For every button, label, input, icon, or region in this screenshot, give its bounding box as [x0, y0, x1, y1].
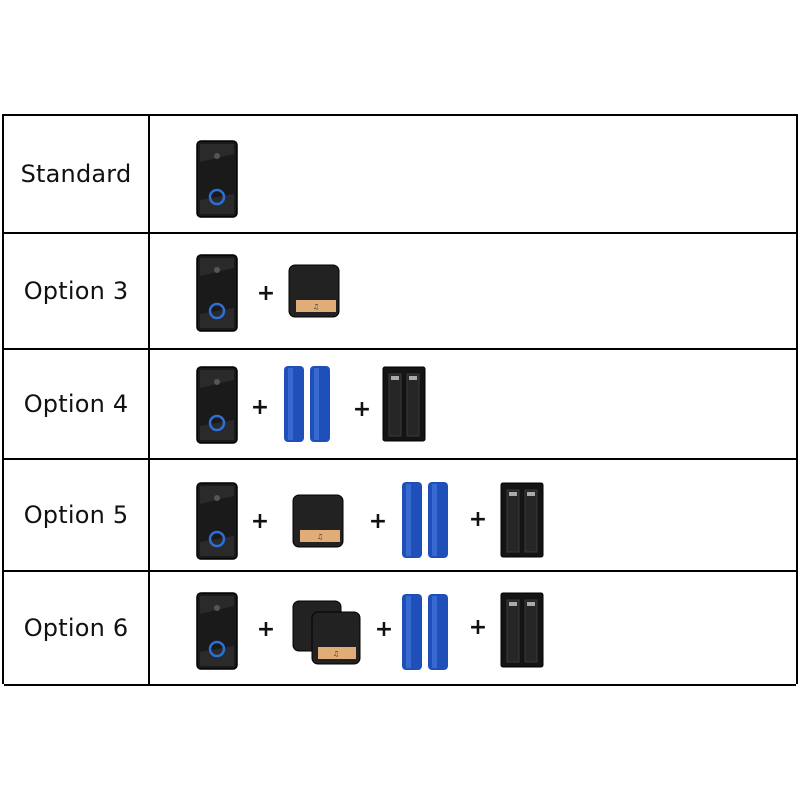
row-label-cell: Option 5 [4, 460, 150, 570]
battery-icon [400, 592, 452, 672]
row-items [152, 116, 796, 232]
double-chime-icon: ♫ [292, 600, 362, 666]
plus-icon: + [374, 617, 394, 642]
row-label-cell: Standard [4, 116, 150, 232]
plus-icon: + [468, 507, 488, 532]
row-label: Standard [20, 160, 132, 188]
charger-icon [500, 592, 544, 668]
charger-icon [500, 482, 544, 558]
row-label-cell: Option 6 [4, 572, 150, 684]
row-label-cell: Option 3 [4, 234, 150, 348]
chime-icon: ♫ [288, 264, 340, 318]
table-row-standard: Standard [4, 116, 796, 234]
doorbell-icon [196, 592, 238, 670]
row-items: + ♫ + + [152, 572, 796, 684]
row-items: + + [152, 350, 796, 458]
svg-text:♫: ♫ [333, 650, 339, 658]
row-label: Option 4 [23, 390, 129, 418]
chime-icon: ♫ [292, 494, 344, 548]
table-row-option-5: Option 5 + ♫ + [4, 460, 796, 572]
charger-icon [382, 366, 426, 442]
svg-text:♫: ♫ [313, 303, 319, 311]
table-row-option-3: Option 3 + ♫ [4, 234, 796, 350]
row-label: Option 5 [23, 501, 129, 529]
plus-icon: + [468, 615, 488, 640]
doorbell-icon [196, 366, 238, 444]
row-label: Option 3 [23, 277, 129, 305]
plus-icon: + [250, 395, 270, 420]
row-label-cell: Option 4 [4, 350, 150, 458]
svg-text:♫: ♫ [317, 533, 323, 541]
row-label: Option 6 [23, 614, 129, 642]
doorbell-icon [196, 482, 238, 560]
plus-icon: + [368, 509, 388, 534]
plus-icon: + [256, 617, 276, 642]
battery-icon [400, 480, 452, 560]
table-row-option-4: Option 4 + + [4, 350, 796, 460]
row-items: + ♫ + + [152, 460, 796, 570]
battery-icon [282, 364, 334, 444]
table-row-option-6: Option 6 + ♫ + [4, 572, 796, 686]
plus-icon: + [250, 509, 270, 534]
plus-icon: + [352, 397, 372, 422]
plus-icon: + [256, 281, 276, 306]
options-table: Standard Option 3 [2, 114, 798, 686]
row-items: + ♫ [152, 234, 796, 348]
doorbell-icon [196, 254, 238, 332]
doorbell-icon [196, 140, 238, 218]
